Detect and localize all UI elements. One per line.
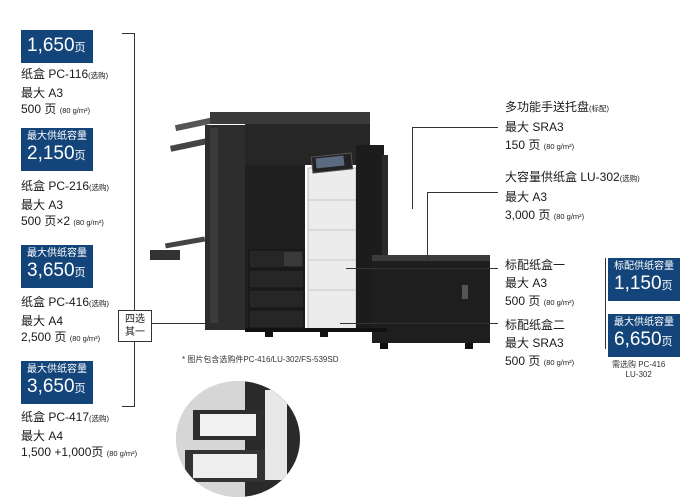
spec-bypass-tray: 多功能手送托盘(标配) 最大 SRA3 150 页 (80 g/m²) [505, 100, 610, 152]
standard-capacity-badge: 标配供纸容量 1,150页 [608, 258, 680, 301]
pointer-tray1 [346, 268, 498, 269]
left-bracket-line [134, 33, 135, 407]
capacity-badge-2: 最大供纸容量 2,150页 [21, 128, 93, 171]
capacity-badge-1: 1,650页 [21, 30, 93, 63]
spec-tray1: 标配纸盒一 最大 A3 500 页 (80 g/m²) [505, 258, 575, 308]
printer-illustration [150, 112, 490, 349]
requirement-note: 需选购 PC-416 LU-302 [612, 360, 666, 379]
choice-box: 四选 其一 [118, 310, 152, 342]
left-bracket-bottom [122, 406, 135, 407]
max-capacity-badge: 最大供纸容量 6,650页 [608, 314, 680, 357]
capacity-badge-4: 最大供纸容量 3,650页 [21, 361, 93, 404]
pointer-bypass-v [412, 127, 413, 209]
badge-value: 1,650 [27, 35, 75, 56]
pointer-bypass [412, 127, 498, 128]
capacity-badge-3: 最大供纸容量 3,650页 [21, 245, 93, 288]
pointer-lu302 [427, 192, 498, 193]
drawer-closeup-photo [176, 381, 300, 497]
spec-pc417: 纸盒 PC-417(选购) 最大 A4 1,500 +1,000页 (80 g/… [21, 410, 138, 459]
right-bracket [605, 258, 606, 349]
pointer-tray2 [340, 323, 498, 324]
left-bracket-top [122, 33, 135, 34]
spec-pc416: 纸盒 PC-416(选购) 最大 A4 2,500 页 (80 g/m²) [21, 295, 110, 344]
spec-pc116: 纸盒 PC-116(选购) 最大 A3 500 页 (80 g/m²) [21, 67, 109, 116]
spec-pc216: 纸盒 PC-216(选购) 最大 A3 500 页×2 (80 g/m²) [21, 179, 110, 228]
pointer-lu302-v [427, 192, 428, 260]
spec-tray2: 标配纸盒二 最大 SRA3 500 页 (80 g/m²) [505, 318, 575, 368]
footnote: * 图片包含选购件PC-416/LU-302/FS-539SD [182, 355, 339, 364]
spec-lu302: 大容量供纸盒 LU-302(选购) 最大 A3 3,000 页 (80 g/m²… [505, 170, 640, 222]
